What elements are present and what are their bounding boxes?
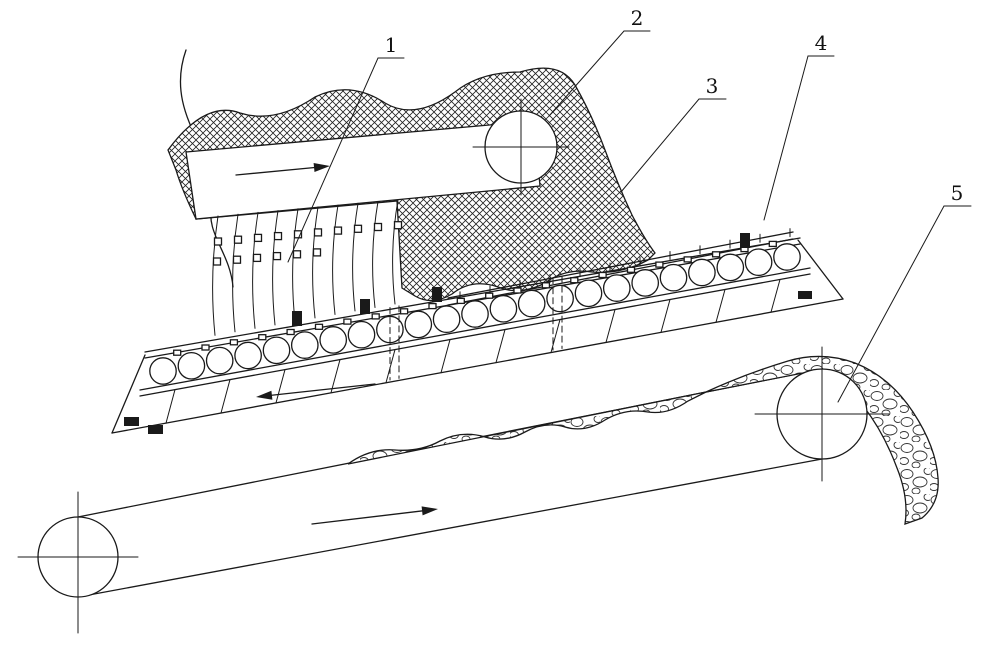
callout-4-label: 4 bbox=[815, 31, 828, 55]
feeder-chute bbox=[185, 120, 541, 220]
callout-2: 2 bbox=[548, 6, 651, 117]
callout-3: 3 bbox=[620, 74, 727, 193]
stone-burden bbox=[347, 391, 707, 465]
deck-return-arrow bbox=[256, 383, 376, 400]
bearing-block bbox=[360, 299, 370, 314]
deck-frame bbox=[111, 239, 844, 434]
belt-conveyor bbox=[77, 368, 823, 598]
callout-2-label: 2 bbox=[631, 6, 644, 30]
head-pulley bbox=[754, 346, 890, 482]
bearing-block bbox=[740, 233, 750, 248]
frame-foot bbox=[124, 417, 139, 426]
bearing-block bbox=[432, 287, 442, 302]
tail-pulley bbox=[17, 491, 139, 634]
feeder-head-pulley bbox=[472, 98, 570, 196]
callout-3-label: 3 bbox=[706, 74, 719, 98]
cover-bolts bbox=[459, 228, 791, 301]
frame-foot bbox=[798, 291, 812, 299]
callout-5-label: 5 bbox=[951, 181, 964, 205]
bearing-block bbox=[292, 311, 302, 326]
callouts: 1 2 3 4 5 bbox=[287, 6, 972, 403]
frame-foot bbox=[148, 425, 163, 434]
stone-discharge-stream bbox=[705, 355, 939, 525]
callout-5: 5 bbox=[837, 181, 972, 403]
callout-4: 4 bbox=[763, 31, 835, 221]
feeder-flow-arrow bbox=[235, 163, 330, 176]
frame-divisions bbox=[165, 275, 781, 424]
callout-1: 1 bbox=[287, 33, 405, 263]
roller-deck bbox=[144, 228, 801, 385]
callout-1-label: 1 bbox=[385, 33, 398, 57]
finger-curtain bbox=[212, 199, 403, 336]
roller-row bbox=[149, 240, 801, 385]
belt-travel-arrow bbox=[311, 506, 438, 525]
